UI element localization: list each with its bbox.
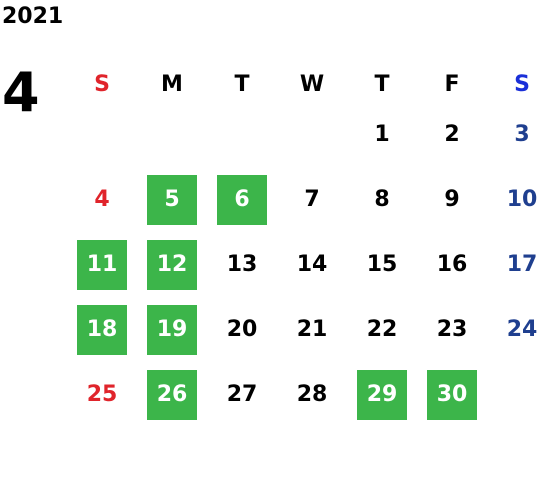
highlighted-day-cell[interactable]: 5: [147, 175, 197, 225]
week-row: 18 19 20 21 22 23 24: [68, 305, 548, 370]
day-cell[interactable]: 8: [374, 187, 390, 212]
empty-day-cell: [287, 110, 337, 160]
day-cell[interactable]: 28: [296, 382, 328, 407]
empty-day-cell: [77, 110, 127, 160]
day-cell[interactable]: 22: [366, 317, 398, 342]
week-row: 11 12 13 14 15 16 17: [68, 240, 548, 305]
highlighted-day-cell[interactable]: 30: [427, 370, 477, 420]
week-row: 1 2 3: [68, 110, 548, 175]
day-cell[interactable]: 25: [86, 382, 118, 407]
weekday-tuesday: T: [234, 72, 250, 97]
highlighted-day-cell[interactable]: 18: [77, 305, 127, 355]
day-cell[interactable]: 23: [436, 317, 468, 342]
day-cell[interactable]: 3: [514, 122, 530, 147]
week-row: 25 26 27 28 29 30: [68, 370, 548, 435]
year-label: 2021: [2, 4, 64, 29]
highlighted-day-cell[interactable]: 26: [147, 370, 197, 420]
empty-day-cell: [147, 110, 197, 160]
highlighted-day-cell[interactable]: 29: [357, 370, 407, 420]
day-cell[interactable]: 24: [506, 317, 538, 342]
highlighted-day-cell[interactable]: 19: [147, 305, 197, 355]
weekday-sunday: S: [94, 72, 110, 97]
weekday-header-row: S M T W T F S: [68, 60, 548, 110]
empty-day-cell: [217, 110, 267, 160]
month-number: 4: [2, 61, 40, 124]
weekday-wednesday: W: [299, 72, 325, 97]
day-cell[interactable]: 1: [374, 122, 390, 147]
day-cell[interactable]: 9: [444, 187, 460, 212]
day-cell[interactable]: 2: [444, 122, 460, 147]
day-cell[interactable]: 21: [296, 317, 328, 342]
day-cell[interactable]: 13: [226, 252, 258, 277]
highlighted-day-cell[interactable]: 12: [147, 240, 197, 290]
day-cell[interactable]: 7: [304, 187, 320, 212]
weekday-friday: F: [444, 72, 460, 97]
day-cell[interactable]: 4: [94, 187, 110, 212]
day-cell[interactable]: 14: [296, 252, 328, 277]
day-cell[interactable]: 27: [226, 382, 258, 407]
day-cell[interactable]: 16: [436, 252, 468, 277]
day-cell[interactable]: 10: [506, 187, 538, 212]
weekday-monday: M: [161, 72, 183, 97]
day-cell[interactable]: 17: [506, 252, 538, 277]
weekday-thursday: T: [374, 72, 390, 97]
day-cell[interactable]: 15: [366, 252, 398, 277]
highlighted-day-cell[interactable]: 6: [217, 175, 267, 225]
empty-day-cell: [497, 370, 547, 420]
highlighted-day-cell[interactable]: 11: [77, 240, 127, 290]
day-cell[interactable]: 20: [226, 317, 258, 342]
weekday-saturday: S: [514, 72, 530, 97]
